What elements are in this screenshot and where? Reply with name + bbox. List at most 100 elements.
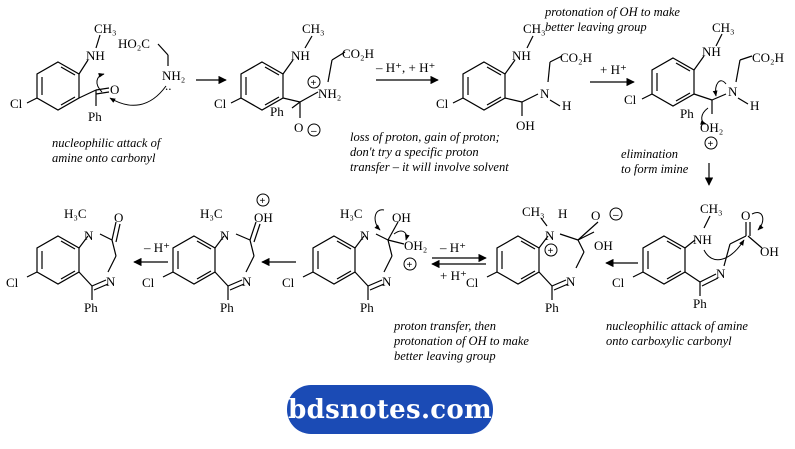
nh2-label: NH₂ <box>162 68 185 83</box>
nh-label-2: NH <box>291 48 310 63</box>
ch3-label-2: CH₃ <box>302 21 325 36</box>
h-label-4: H <box>750 98 759 113</box>
caption-step6-line3: better leaving group <box>394 349 496 363</box>
curly-arrow-5 <box>703 239 745 261</box>
cl-label-4: Cl <box>624 92 637 107</box>
n-plus-label-6: N <box>545 228 555 243</box>
structure-6-cyclic-zwitterion: Cl N H CH₃ + O – OH N Ph <box>466 204 623 315</box>
brand-text: bdsnotes.com <box>288 394 492 425</box>
reagent-1: – H⁺, + H⁺ <box>375 60 435 75</box>
nh-label-3: NH <box>512 48 531 63</box>
nh2-plus-label: NH₂ <box>318 86 341 101</box>
n-label-8b: N <box>242 274 252 289</box>
h-label-6: H <box>558 206 567 221</box>
ph-label-5: Ph <box>693 296 707 311</box>
co2h-label-2: CO₂H <box>342 46 374 61</box>
ph-label-7: Ph <box>360 300 374 315</box>
reagent-6: – H⁺ <box>143 240 170 255</box>
svg-text:+: + <box>708 139 714 150</box>
caption-step2-line3: transfer – it will involve solvent <box>350 160 509 174</box>
caption-step1-line1: nucleophilic attack of <box>52 136 162 150</box>
curly-arrow-4 <box>700 107 709 125</box>
o-minus-label-6: O <box>591 208 600 223</box>
structure-1-benzophenone: Cl NH CH₃ O Ph HO₂C NH₂ .. <box>10 21 185 124</box>
n-label-5: N <box>716 266 726 281</box>
n-label-9b: N <box>106 274 116 289</box>
n-label-7: N <box>360 228 370 243</box>
ph-label-2: Ph <box>270 104 284 119</box>
structure-2-tetrahedral-intermediate: Cl NH CH₃ NH₂ + Ph O – CO₂H <box>214 21 374 137</box>
caption-step2-line1: loss of proton, gain of proton; <box>350 130 500 144</box>
caption-step5-line1: nucleophilic attack of amine <box>606 319 748 333</box>
caption-step5-line2: onto carboxylic carbonyl <box>606 334 732 348</box>
n-label-9: N <box>84 228 94 243</box>
o-label-5: O <box>741 208 750 223</box>
h-label-3: H <box>562 98 571 113</box>
caption-step1-line2: amine onto carbonyl <box>52 151 156 165</box>
curly-arrow-3 <box>712 80 727 97</box>
ph-label: Ph <box>88 109 102 124</box>
caption-step4-line2: to form imine <box>621 162 689 176</box>
carbonyl-o-label: O <box>110 82 119 97</box>
cl-label-7: Cl <box>282 275 295 290</box>
reagent-4: + H⁺ <box>440 268 467 283</box>
ph-label-9: Ph <box>84 300 98 315</box>
oh-label-8: OH <box>254 210 273 225</box>
cl-label-2: Cl <box>214 96 227 111</box>
ch3-label: CH₃ <box>94 21 117 36</box>
cl-label-8: Cl <box>142 275 155 290</box>
curly-arrow-7 <box>374 209 385 231</box>
o-minus-label: O <box>294 120 303 135</box>
h3c-label-9: H₃C <box>64 206 87 221</box>
curly-arrow-2 <box>96 72 105 93</box>
structure-4-protonated-carbinolamine: Cl NH CH₃ N H Ph OH₂ + CO₂H <box>624 20 784 150</box>
n-label-8: N <box>220 228 230 243</box>
svg-text:+: + <box>548 246 554 257</box>
nh-label-5: NH <box>693 232 712 247</box>
h3c-label-7: H₃C <box>340 206 363 221</box>
caption-step2-line2: don't try a specific proton <box>350 145 479 159</box>
ph-label-6: Ph <box>545 300 559 315</box>
cl-label: Cl <box>10 96 23 111</box>
nh-label: NH <box>86 48 105 63</box>
cl-label-3: Cl <box>436 96 449 111</box>
curly-arrow-8 <box>393 230 410 241</box>
cl-label-5: Cl <box>612 275 625 290</box>
curly-arrow-6 <box>751 212 764 231</box>
oh2-label-7: OH₂ <box>404 238 427 253</box>
ch3-label-4: CH₃ <box>712 20 735 35</box>
reagent-3: – H⁺ <box>439 240 466 255</box>
ch3-label-5: CH₃ <box>700 201 723 216</box>
structure-9-diazepam: Cl N H₃C O N Ph <box>6 206 123 315</box>
ph-label-8: Ph <box>220 300 234 315</box>
caption-step3-line1: protonation of OH to make <box>544 5 680 19</box>
n-label-6: N <box>566 274 576 289</box>
svg-text:+: + <box>407 260 413 271</box>
svg-text:..: .. <box>165 78 172 93</box>
ch3-label-6: CH₃ <box>522 204 545 219</box>
ch3-label-3: CH₃ <box>523 21 546 36</box>
oh-label-6: OH <box>594 238 613 253</box>
reagent-2: + H⁺ <box>600 62 627 77</box>
caption-step6-line2: protonation of OH to make <box>393 334 529 348</box>
nh-label-4: NH <box>702 44 721 59</box>
caption-step4-line1: elimination <box>621 147 678 161</box>
structure-5-imine: Cl NH CH₃ N Ph O OH <box>612 201 779 311</box>
oh-label-5: OH <box>760 244 779 259</box>
n-label-3: N <box>540 86 550 101</box>
svg-text:–: – <box>311 126 317 137</box>
cl-label-9: Cl <box>6 275 19 290</box>
curly-arrow-1 <box>109 85 167 106</box>
caption-step3-line2: better leaving group <box>545 20 647 34</box>
caption-step6-line1: proton transfer, then <box>393 319 496 333</box>
h3c-label-8: H₃C <box>200 206 223 221</box>
co2h-label-3: CO₂H <box>560 50 592 65</box>
svg-text:–: – <box>613 210 619 221</box>
cl-label-6: Cl <box>466 275 479 290</box>
svg-text:+: + <box>311 78 317 89</box>
o-label-9: O <box>114 210 123 225</box>
ho2c-label: HO₂C <box>118 36 150 51</box>
svg-text:+: + <box>260 196 266 207</box>
n-label-4: N <box>728 84 738 99</box>
